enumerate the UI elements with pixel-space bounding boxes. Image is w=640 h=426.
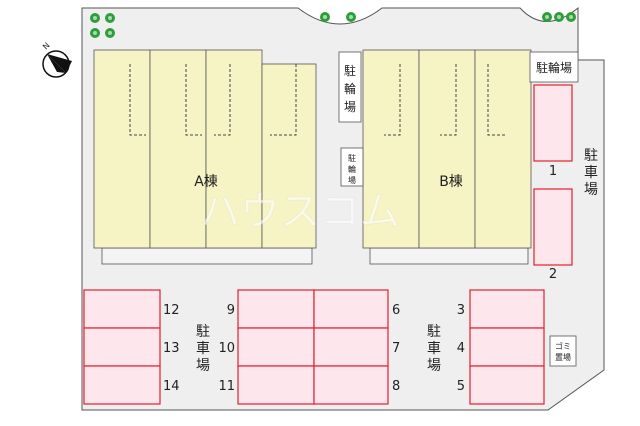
svg-text:8: 8 [392,379,400,394]
svg-text:輪: 輪 [348,164,356,174]
parking-label-left: 駐 車 場 [196,324,210,374]
svg-text:11: 11 [218,379,235,394]
svg-text:駐: 駐 [344,63,356,78]
parking-label-east: 駐 車 場 [427,324,441,374]
tree-icon [566,12,576,22]
svg-text:9: 9 [227,303,235,318]
svg-text:車: 車 [196,340,210,357]
parking-space-1 [533,84,573,162]
svg-text:ゴミ: ゴミ [555,341,571,351]
tree-icon [542,12,552,22]
svg-text:置場: 置場 [555,352,571,362]
svg-text:14: 14 [163,379,180,394]
svg-text:12: 12 [163,303,180,318]
tree-icon [554,12,564,22]
parking-east: 3 4 5 [457,289,545,405]
svg-text:5: 5 [457,379,465,394]
tree-icon [90,13,100,23]
svg-text:4: 4 [457,341,465,356]
compass-north-label: N [41,41,52,52]
tree-icon [320,12,330,22]
parking-space-2 [533,188,573,266]
bicycle-parking-top-right: 駐輪場 [529,51,579,83]
svg-text:2: 2 [549,267,557,282]
svg-text:輪: 輪 [344,81,356,96]
svg-text:7: 7 [392,341,400,356]
svg-text:13: 13 [163,341,180,356]
tree-icon [105,13,115,23]
building-a-label: A棟 [194,174,218,190]
svg-text:車: 車 [427,340,441,357]
svg-text:駐輪場: 駐輪場 [536,60,572,75]
svg-text:1: 1 [549,164,557,179]
svg-text:3: 3 [457,303,465,318]
svg-text:場: 場 [427,358,441,374]
trash-area: ゴミ 置場 [549,335,577,367]
bicycle-parking-small: 駐 輪 場 [340,147,364,187]
parking-right: 1 2 [533,84,573,282]
svg-text:場: 場 [348,175,356,185]
tree-icon [346,12,356,22]
watermark: ハウスコム [200,189,400,235]
svg-text:駐: 駐 [584,148,598,164]
compass-icon: N [41,41,72,78]
building-b-label: B棟 [439,174,463,190]
building-a: A棟 [93,49,317,265]
trees [90,12,576,38]
parking-label-right: 駐 車 場 [584,148,598,198]
svg-text:場: 場 [344,100,356,114]
parking-center: 9 10 11 6 7 8 [218,289,400,405]
svg-text:車: 車 [584,164,598,181]
svg-text:10: 10 [218,341,235,356]
svg-text:場: 場 [196,358,210,374]
svg-text:場: 場 [584,182,598,198]
svg-text:駐: 駐 [427,324,441,340]
tree-icon [90,28,100,38]
parking-left: 12 13 14 [83,289,180,405]
svg-text:6: 6 [392,303,400,318]
svg-text:駐: 駐 [196,324,210,340]
bicycle-parking-vertical: 駐 輪 場 [338,51,362,123]
tree-icon [105,28,115,38]
svg-text:駐: 駐 [348,153,356,163]
building-b: B棟 [362,49,532,265]
